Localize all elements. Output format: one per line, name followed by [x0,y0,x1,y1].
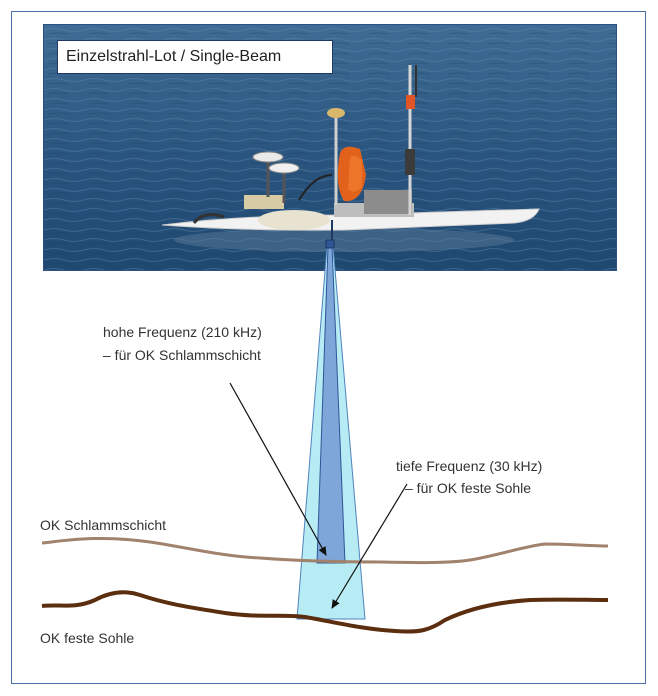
low-frequency-label-line2: – für OK feste Sohle [405,480,532,496]
mud-layer-line [41,536,609,565]
boat-photo: Einzelstrahl-Lot / Single-Beam [43,24,617,271]
solid-bottom-label: OK feste Sohle [40,630,135,646]
arrow-high-frequency [229,382,327,556]
high-frequency-label-line2: – für OK Schlammschicht [103,347,261,363]
arrow-low-frequency [331,483,408,609]
solid-bottom-line [41,590,609,634]
mud-layer-label: OK Schlammschicht [40,517,167,533]
high-frequency-label-line1: hohe Frequenz (210 kHz) [103,324,262,340]
low-frequency-label-line1: tiefe Frequenz (30 kHz) [396,458,543,474]
title-label: Einzelstrahl-Lot / Single-Beam [57,40,333,74]
transducer [325,239,335,249]
